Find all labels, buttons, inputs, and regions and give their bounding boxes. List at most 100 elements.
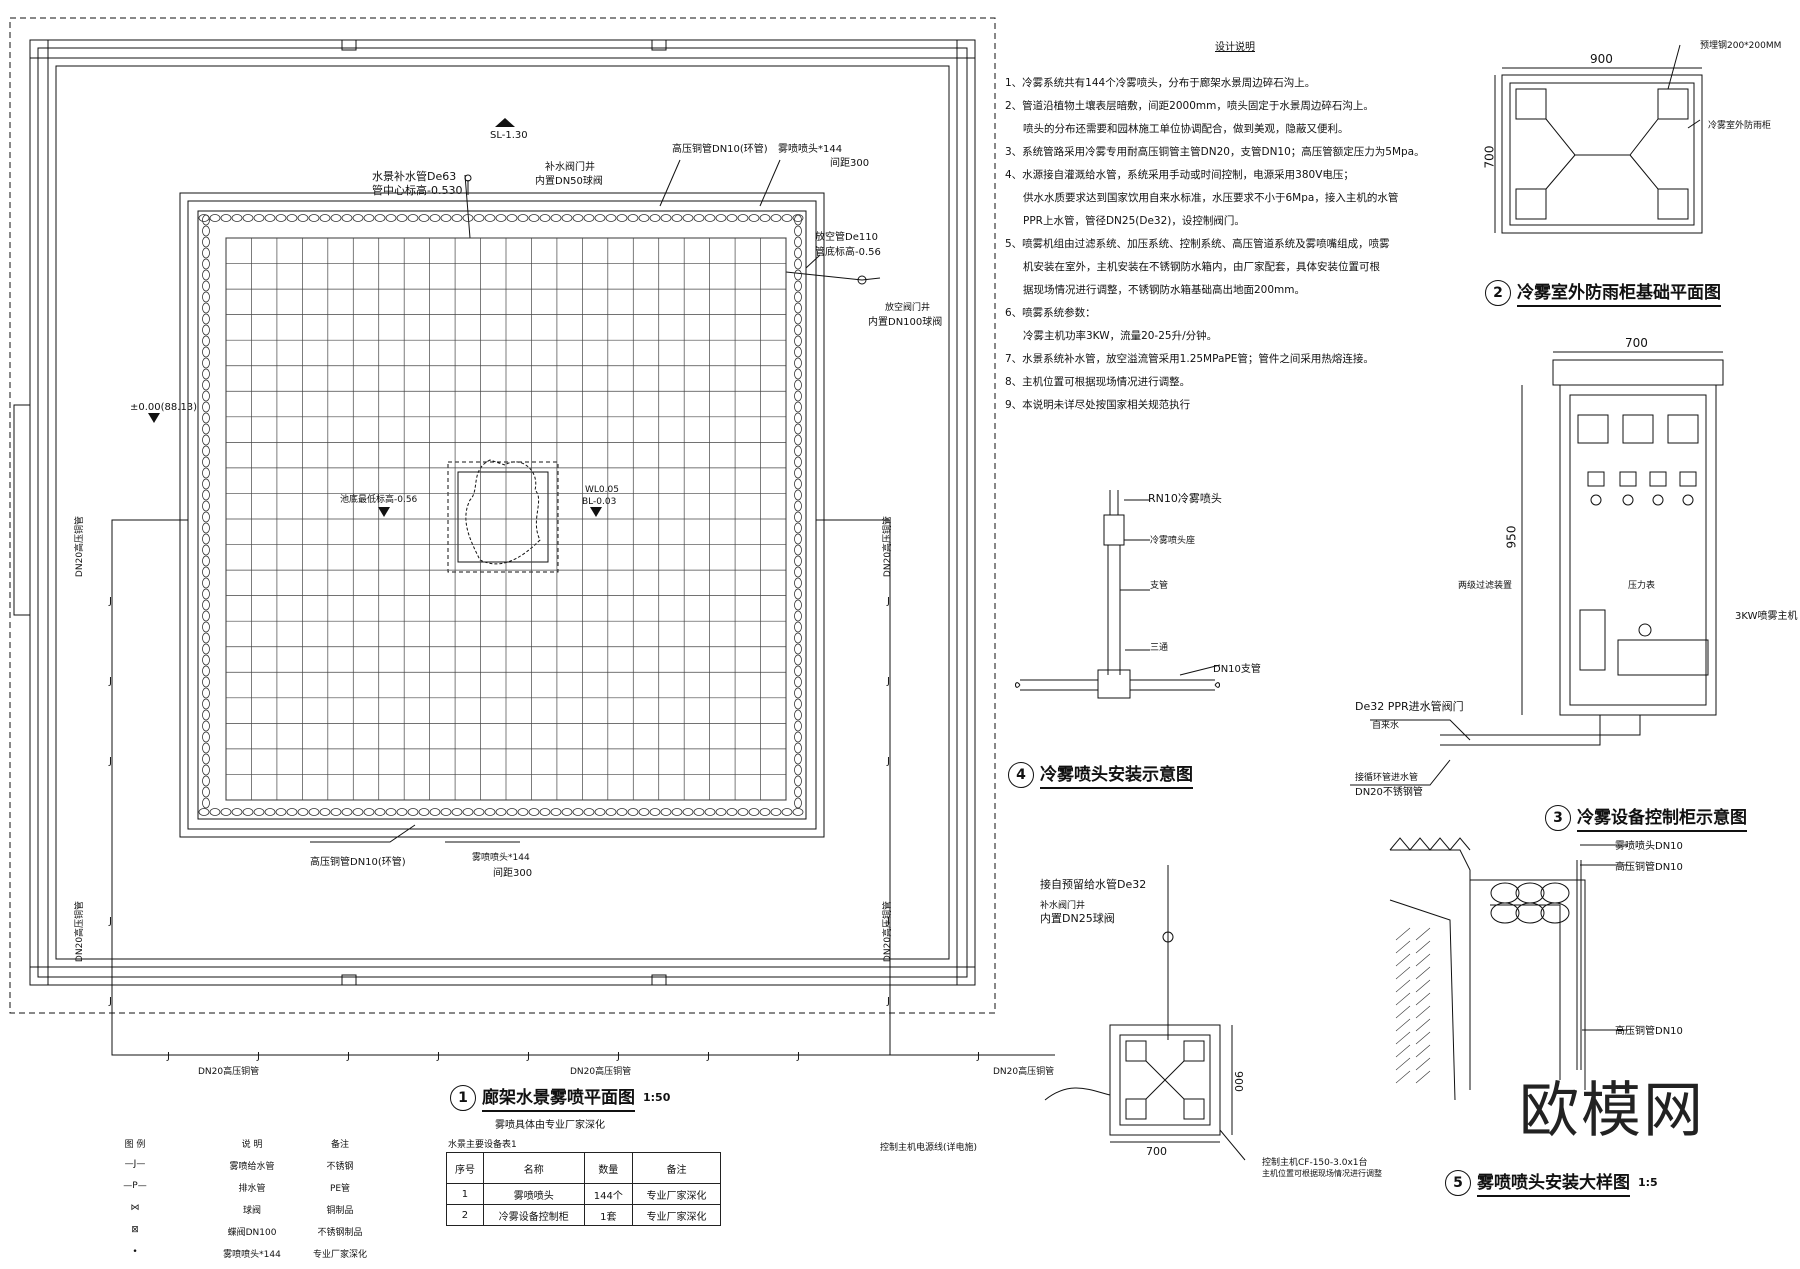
stone	[682, 808, 694, 816]
table-header: 序号	[446, 1152, 484, 1184]
stone	[794, 654, 802, 666]
d3-tap: 自来水	[1372, 721, 1400, 731]
stone	[638, 808, 650, 816]
stone	[264, 808, 276, 816]
stone	[440, 214, 452, 222]
legend-symbol: —P—	[123, 1181, 147, 1191]
legend-note: 铜制品	[326, 1206, 354, 1216]
stone	[297, 808, 309, 816]
title-1-label: 廊架水景雾喷平面图	[482, 1083, 635, 1112]
hatch-line	[1415, 953, 1431, 967]
stone	[407, 214, 419, 222]
note-line: PPR上水管，管径DN25(De32)，设控制阀门。	[1023, 215, 1245, 227]
stone	[202, 302, 210, 314]
stone	[202, 676, 210, 688]
title-1-num: 1	[450, 1084, 476, 1111]
spacing-top: 间距300	[830, 158, 870, 169]
hatch-line	[1395, 966, 1411, 980]
stone	[202, 753, 210, 765]
stone	[202, 687, 210, 699]
d6-host: 控制主机CF-150-3.0x1台	[1262, 1158, 1368, 1168]
stone	[572, 808, 584, 816]
stone	[202, 577, 210, 589]
refill-valve: 补水阀门井	[545, 162, 595, 173]
pipe-j-marker: J	[796, 1051, 800, 1062]
stone	[202, 236, 210, 248]
stone	[528, 808, 540, 816]
stone	[202, 269, 210, 281]
d6-width: 700	[1146, 1145, 1167, 1158]
hatch-line	[1415, 1057, 1431, 1071]
stone	[583, 214, 595, 222]
stone	[385, 214, 397, 222]
detail-2-drawing	[1494, 44, 1703, 234]
legend-note: 不锈钢	[326, 1162, 354, 1172]
stone	[638, 214, 650, 222]
stone	[202, 412, 210, 424]
stone	[202, 643, 210, 655]
stone	[202, 720, 210, 732]
stone	[242, 214, 254, 222]
stone	[794, 258, 802, 270]
title-3-num: 3	[1545, 804, 1571, 831]
stone	[759, 214, 771, 222]
pipe-j-marker: J	[886, 916, 890, 927]
legend-note: PE管	[329, 1184, 351, 1194]
table-cell: 1套	[583, 1204, 634, 1226]
stone	[202, 401, 210, 413]
stone	[792, 214, 804, 222]
sl-label: SL-1.30	[490, 130, 528, 141]
stone	[616, 808, 628, 816]
stone	[209, 808, 221, 816]
stone	[794, 533, 802, 545]
stone	[202, 346, 210, 358]
stone	[794, 478, 802, 490]
stone	[418, 808, 430, 816]
stone	[231, 808, 243, 816]
title-4-label: 冷雾喷头安装示意图	[1040, 760, 1193, 789]
stone	[794, 720, 802, 732]
stone	[202, 566, 210, 578]
stone	[440, 808, 452, 816]
stone	[794, 577, 802, 589]
stone	[794, 786, 802, 798]
stone	[202, 324, 210, 336]
stone	[264, 214, 276, 222]
stone	[671, 808, 683, 816]
stone	[451, 808, 463, 816]
note-line: 4、水源接自灌溉给水管，系统采用手动或时间控制，电源采用380V电压；	[1005, 169, 1354, 181]
detail-5-drawing	[1389, 837, 1628, 1101]
stone	[202, 467, 210, 479]
stone	[794, 434, 802, 446]
pipe-center: 管中心标高-0.530	[372, 184, 463, 197]
table-header: 数量	[583, 1152, 634, 1184]
legend-symbol: —J—	[124, 1159, 146, 1169]
legend-symbol: •	[132, 1247, 138, 1257]
stone	[649, 214, 661, 222]
pipe-j-marker: J	[166, 1051, 170, 1062]
table-header-row: 序号 名称 数量 备注	[446, 1152, 721, 1184]
legend-desc: 雾喷喷头*144	[223, 1250, 281, 1260]
stone	[330, 214, 342, 222]
title-5-num: 5	[1445, 1169, 1471, 1196]
stone	[704, 808, 716, 816]
site-boundary	[9, 17, 996, 1014]
stone	[202, 335, 210, 347]
watermark-logo: 欧模网	[1519, 1076, 1705, 1146]
hatch-line	[1395, 1005, 1411, 1019]
stone	[202, 786, 210, 798]
detail-6-drawing	[1044, 865, 1246, 1161]
stone	[418, 214, 430, 222]
dn20-bottom-3: DN20高压铜管	[993, 1067, 1055, 1077]
detail-4-drawing	[1015, 490, 1221, 699]
pipe-j-marker: J	[108, 596, 112, 607]
d6-supply: 接自预留给水管De32	[1040, 878, 1147, 891]
stone	[660, 808, 672, 816]
stone	[231, 214, 243, 222]
table-cell: 144个	[583, 1183, 634, 1205]
d6-host-note: 主机位置可根据现场情况进行调整	[1262, 1169, 1382, 1178]
title-2-num: 2	[1485, 279, 1511, 306]
title-5: 5 雾喷喷头安装大样图 1:5	[1445, 1168, 1658, 1197]
stone	[715, 214, 727, 222]
